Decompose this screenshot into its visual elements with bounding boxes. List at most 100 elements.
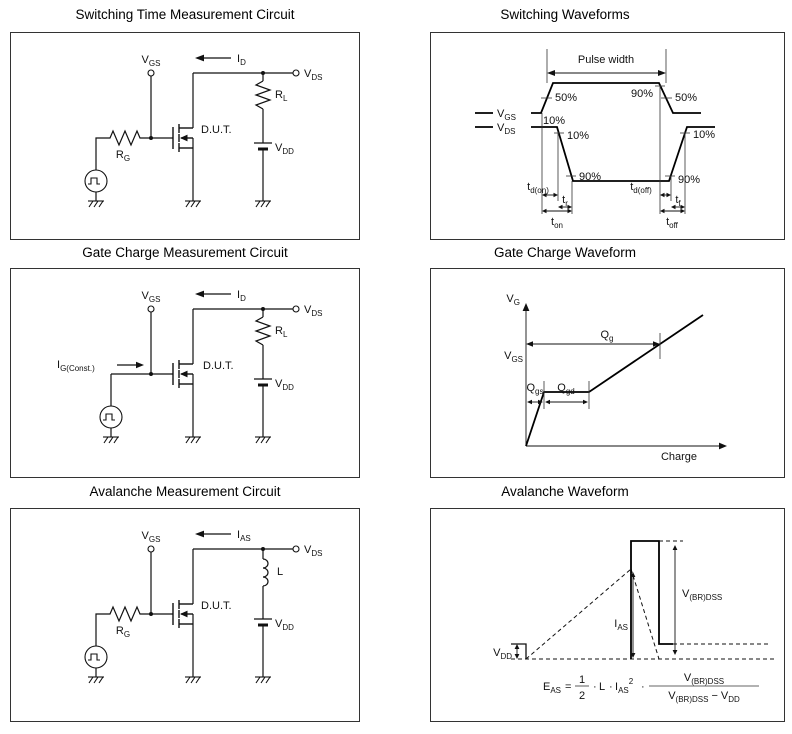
vds-terminal-icon [292,305,300,313]
pulse-generator-icon [99,405,123,429]
dot-2: · [609,681,613,693]
avalanche-current-label: IAS [237,529,251,543]
load-resistor-zigzag [254,316,272,346]
vg-axis-label: VG [506,293,520,307]
gate-charge-curve [525,314,704,447]
vgs-terminal-icon [147,305,155,313]
fraction-two: 2 [579,690,585,702]
vds-trace [531,126,715,182]
drain-current-label: ID [237,53,246,67]
load-resistor-label: RL [275,325,288,339]
switching-circuit-figure: VGS ID VDS RL D.U.T. VDD RG [84,53,322,208]
panel-title-switching-waveforms: Switching Waveforms [500,7,630,22]
mosfet-icon [172,599,194,629]
waveform-traces [511,540,776,660]
ground-icon [102,436,120,444]
pct10-rise-top-label: 10% [693,129,715,141]
td-off-label: td(off) [630,181,652,195]
ground-icon [254,200,272,208]
gate-charge-circuit-figure: VGS ID VDS RL D.U.T. VDD IG(Const.) [57,289,322,444]
qg-label: Qg [600,329,613,343]
drain-current-label: ID [237,289,246,303]
supply-voltage-label: VDD [275,618,294,632]
vgs-terminal-label: VGS [142,54,161,68]
pct10-fall-edge-label: 10% [567,130,589,142]
panel-gate-charge-circuit: VGS ID VDS RL D.U.T. VDD IG(Const.) [10,268,360,478]
vds-terminal-label: VDS [304,544,322,558]
pct90-rise-bottom-label: 90% [678,174,700,186]
fraction-one: 1 [579,674,585,686]
ground-icon [184,200,202,208]
pct90-vgs-fall-label: 90% [631,88,653,100]
switching-waveforms-figure: VGS VDS Pulse width 50% 90% 50% 10% 10% … [475,49,715,230]
ground-icon [184,676,202,684]
vds-axis-label: VDS [497,122,515,136]
panel-title-gate-charge-circuit: Gate Charge Measurement Circuit [82,245,288,260]
inductor-coil [262,558,269,587]
pct50-rise-label: 50% [555,92,577,104]
vds-terminal-label: VDS [304,68,322,82]
avalanche-circuit-figure: VGS IAS VDS L D.U.T. VDD RG [84,529,322,684]
supply-voltage-label: VDD [275,142,294,156]
timing-markers [541,49,690,214]
vds-terminal-label: VDS [304,304,322,318]
eas-formula: EAS= 1 2 · L · IAS2 · V(BR)DSS V(BR)DSS−… [543,672,759,704]
qgs-label: Qgs [526,382,543,396]
ias-peak-label: IAS [614,618,628,632]
circuit-wiring [99,290,300,444]
gate-resistor-zigzag [106,129,173,147]
panel-title-switching-circuit: Switching Time Measurement Circuit [75,7,295,22]
vdd-level-label: VDD [493,647,512,661]
gate-current-label: IG(Const.) [57,359,95,373]
fraction-numerator: V(BR)DSS [684,672,724,686]
vds-terminal-icon [292,545,300,553]
tf-label: tf [675,194,681,208]
ground-icon [184,436,202,444]
gate-current-arrow-icon [136,361,144,369]
panel-avalanche-waveform: VDD IAS V(BR)DSS EAS= 1 2 · L · IAS2 · V… [430,508,785,722]
gate-charge-waveform-figure: VG VGS Qg Qgs Qgd Charge [504,293,727,463]
dot-1: · [593,681,597,693]
supply-voltage-label: VDD [275,378,294,392]
dut-label: D.U.T. [201,124,232,136]
panel-title-avalanche-waveform: Avalanche Waveform [501,484,629,499]
ton-label: ton [551,216,563,230]
vds-terminal-icon [292,69,300,77]
vgs-terminal-label: VGS [142,290,161,304]
load-resistor-zigzag [254,80,272,110]
panel-switching-circuit: VGS ID VDS RL D.U.T. VDD RG [10,32,360,240]
current-arrow-icon [195,54,204,62]
qgd-label: Qgd [557,382,574,396]
ground-icon [254,676,272,684]
dut-label: D.U.T. [203,360,234,372]
ias-squared-term: IAS2 [615,677,634,695]
waveform-traces [475,82,715,182]
dut-label: D.U.T. [201,600,232,612]
panel-title-avalanche-circuit: Avalanche Measurement Circuit [89,484,281,499]
charge-markers [526,333,661,409]
measure-arrows [514,545,678,659]
inductor-label: L [277,566,283,578]
ias-decay [630,568,660,660]
vgs-terminal-icon [147,69,155,77]
vgs-trace [531,82,701,114]
vbrdss-label: V(BR)DSS [682,588,722,602]
pct10-vds-top-label: 10% [543,115,565,127]
gate-resistor-zigzag [106,605,173,623]
ground-icon [87,676,105,684]
vgs-axis-label: VGS [497,108,516,122]
tr-label: tr [562,194,568,208]
battery-icon [252,377,274,387]
inductance-term: L [599,681,605,693]
ias-ramp [525,568,632,660]
current-arrow-icon [195,290,204,298]
eas-equals: EAS= [543,681,571,695]
mosfet-icon [172,123,194,153]
circuit-wiring [84,54,300,208]
vgs-terminal-icon [147,545,155,553]
axes [522,303,727,450]
battery-icon [252,141,274,151]
fraction-denominator: V(BR)DSS−VDD [668,690,740,704]
battery-icon [252,617,274,627]
panel-gate-charge-waveform: VG VGS Qg Qgs Qgd Charge [430,268,785,478]
